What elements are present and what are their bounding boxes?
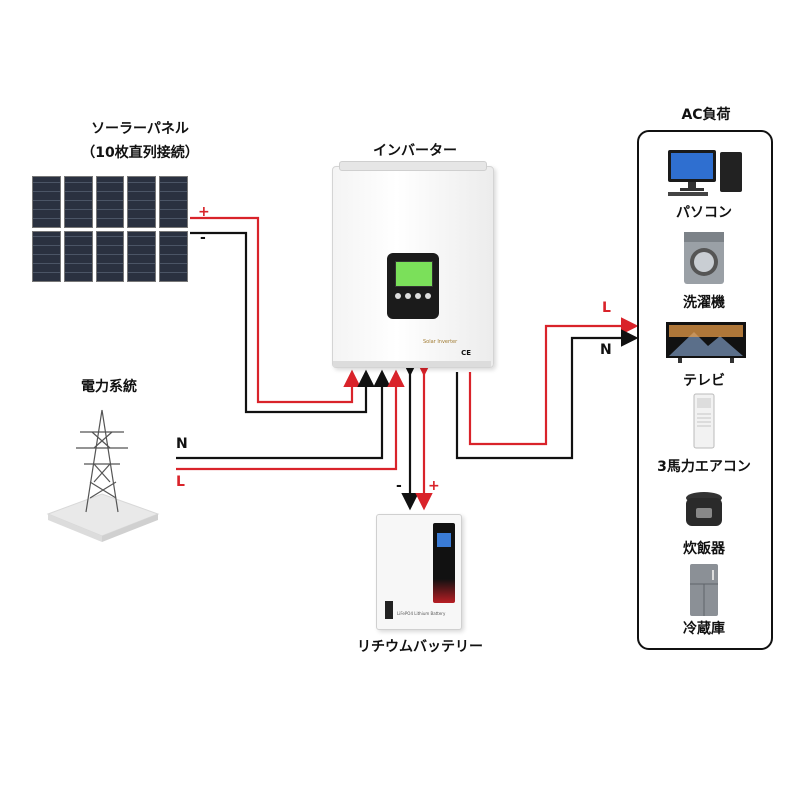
solar-positive-wire: [190, 216, 361, 404]
solar-panel: [127, 176, 157, 228]
inverter-button[interactable]: [415, 293, 421, 299]
battery-display-panel: [433, 523, 455, 603]
grid-title: 電力系統: [81, 379, 137, 395]
solar-panel: [159, 176, 188, 228]
inverter-top-bracket: [339, 161, 487, 171]
solar-panel: [95, 230, 125, 282]
solar-panel: [63, 176, 93, 228]
solar-panel: [63, 230, 93, 282]
battery-plus-label: +: [428, 478, 440, 494]
battery-logo-icon: [385, 601, 393, 619]
solar-panel: [32, 230, 61, 282]
ac-load-box: [637, 130, 773, 650]
load-label-washing-machine: 洗濯機: [683, 295, 725, 311]
solar-panel-title: ソーラーパネル: [91, 121, 189, 137]
solar-panel: [32, 176, 61, 228]
load-label-refrigerator: 冷蔵庫: [683, 621, 725, 637]
battery-screen: [437, 533, 451, 547]
grid-n-wire: [176, 369, 391, 460]
inverter-lcd-screen: [395, 261, 433, 287]
solar-panel: [127, 230, 157, 282]
battery-unit: LiFePO4 Lithium Battery: [376, 514, 462, 630]
load-label-rice-cooker: 炊飯器: [683, 541, 725, 557]
output-n-wire: [455, 329, 639, 460]
output-l-wire: [468, 317, 639, 446]
grid-l-label: L: [176, 474, 185, 490]
solar-plus-label: +: [198, 204, 210, 220]
solar-negative-wire: [190, 231, 375, 414]
load-label-computer: パソコン: [676, 205, 732, 221]
inverter-control-panel: [387, 253, 439, 319]
inverter-brand-text: Solar Inverter: [423, 339, 458, 345]
solar-panel-array: [32, 176, 188, 282]
inverter-title: インバーター: [373, 143, 457, 159]
output-l-label: L: [602, 300, 611, 316]
inverter-ce-mark: CE: [461, 349, 471, 357]
inverter-button[interactable]: [395, 293, 401, 299]
solar-panel: [159, 230, 188, 282]
ac-load-title: AC負荷: [681, 107, 731, 123]
output-n-label: N: [600, 342, 612, 358]
solar-panel: [95, 176, 125, 228]
battery-minus-label: -: [396, 478, 402, 494]
air-conditioner-icon: [692, 392, 716, 450]
battery-brand-text: LiFePO4 Lithium Battery: [397, 611, 446, 616]
inverter-unit: Solar Inverter CE: [332, 161, 494, 368]
inverter-button-row: [395, 293, 431, 299]
grid-l-wire: [176, 369, 405, 471]
transmission-tower-icon: [40, 402, 164, 542]
tv-icon: [664, 320, 748, 364]
battery-title: リチウムバッテリー: [357, 639, 483, 655]
rice-cooker-icon: [682, 488, 726, 532]
inverter-button[interactable]: [425, 293, 431, 299]
refrigerator-icon: [688, 562, 720, 618]
computer-icon: [664, 146, 748, 198]
inverter-button[interactable]: [405, 293, 411, 299]
grid-n-label: N: [176, 436, 188, 452]
solar-minus-label: -: [200, 230, 206, 246]
inverter-terminal-strip: [333, 361, 491, 367]
load-label-air-conditioner: 3馬力エアコン: [657, 459, 751, 475]
load-label-tv: テレビ: [683, 373, 725, 389]
washing-machine-icon: [682, 230, 726, 286]
solar-panel-subtitle: （10枚直列接続）: [81, 145, 199, 161]
